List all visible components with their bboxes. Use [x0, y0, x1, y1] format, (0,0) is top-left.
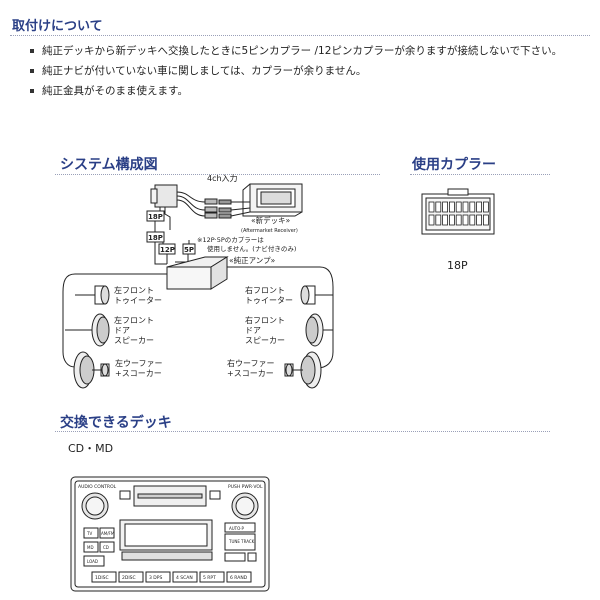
label-18p: 18P	[148, 213, 163, 221]
preset-button-label: 2DISC	[122, 575, 136, 581]
preset-button-label: 1DISC	[95, 575, 109, 581]
label-18p: 18P	[148, 234, 163, 242]
coupler-pin	[428, 214, 435, 226]
preset-button[interactable]	[145, 571, 171, 583]
right-door-speaker-icon	[305, 313, 333, 347]
tune-track-button[interactable]: TUNE TRACK	[228, 539, 255, 544]
audio-control-label: AUDIO CONTROL	[78, 484, 117, 490]
coupler-18p-icon	[421, 188, 495, 235]
am-fm-button[interactable]: AM/FM	[101, 531, 115, 536]
left-door-label: スピーカー	[114, 336, 154, 345]
coupler-pin	[462, 201, 469, 213]
section-divider	[10, 35, 590, 36]
coupler-pin	[469, 201, 476, 213]
auto-p-button[interactable]: AUTO·P	[229, 526, 245, 531]
coupler-pin	[455, 201, 462, 213]
section-divider	[55, 431, 550, 432]
left-door-speaker-icon	[65, 313, 110, 347]
left-woofer-label: +スコーカー	[115, 369, 162, 378]
left-door-label: 左フロント	[114, 315, 154, 325]
left-door-label: ドア	[114, 326, 130, 335]
coupler-pin	[469, 214, 476, 226]
coupler-pin	[435, 214, 442, 226]
coupler-pin	[448, 201, 455, 213]
coupler-pin	[448, 214, 455, 226]
load-button[interactable]: LOAD	[87, 559, 98, 564]
label-4ch: 4ch入力	[207, 173, 238, 183]
coupler-pin	[442, 201, 449, 213]
push-pwr-vol-label: PUSH PWR·VOL	[228, 484, 263, 490]
coupler-pin	[483, 214, 489, 226]
preset-button-label: 3 DPS	[149, 575, 162, 581]
label-aftermarket: (Aftermarket Receiver)	[241, 228, 298, 234]
preset-button[interactable]	[199, 571, 225, 583]
coupler-caption: 18P	[447, 259, 468, 272]
tv-button[interactable]: TV	[86, 531, 92, 536]
section-divider	[410, 174, 550, 175]
preset-button[interactable]	[118, 571, 144, 583]
coupler-pin	[462, 214, 469, 226]
system-diagram: 4ch入力 «新デッキ» (Aftermarket Receiver) 18P …	[62, 173, 334, 389]
right-woofer-label: +スコーカー	[227, 369, 274, 378]
right-door-label: ドア	[245, 326, 261, 335]
left-tweeter-label: 左フロント	[114, 285, 154, 295]
right-tweeter-icon	[300, 285, 333, 305]
coupler-pin	[483, 201, 489, 213]
coupler-pin	[428, 201, 435, 213]
md-button[interactable]: MD	[87, 545, 94, 550]
install-note: 純正デッキから新デッキへ交換したときに5ピンカプラー /12ピンカプラーが余りま…	[30, 44, 570, 59]
deck-section-title: 交換できるデッキ	[60, 415, 172, 431]
system-diagram-title: システム構成図	[60, 157, 158, 173]
install-note: 純正ナビが付いていない車に関しましては、カプラーが余りません。	[30, 64, 570, 79]
label-12p: 12P	[160, 246, 175, 254]
coupler-pin	[455, 214, 462, 226]
left-woofer-label: 左ウーファー	[115, 358, 163, 368]
right-tweeter-label: トゥイーター	[245, 296, 293, 305]
coupler-section-title: 使用カプラー	[412, 157, 496, 173]
cd-button[interactable]: CD	[103, 545, 109, 550]
right-woofer-label: 右ウーファー	[227, 358, 275, 368]
deck-types: CD・MD	[68, 442, 114, 455]
label-5p: 5P	[184, 246, 194, 254]
compatible-deck-illustration: AUDIO CONTROL PUSH PWR·VOL TV AM/FM MD C…	[70, 476, 270, 592]
preset-button[interactable]	[226, 571, 252, 583]
preset-button-label: 5 RPT	[203, 575, 216, 581]
harness-connector-icon	[154, 184, 178, 208]
coupler-pin	[435, 201, 442, 213]
preset-button-label: 6 RAND	[230, 575, 248, 581]
section-divider	[55, 174, 380, 175]
note-line2: 使用しません。(ナビ付きのみ)	[207, 244, 296, 253]
left-tweeter-label: トゥイーター	[114, 296, 162, 305]
install-notes-list: 純正デッキから新デッキへ交換したときに5ピンカプラー /12ピンカプラーが余りま…	[30, 44, 570, 104]
coupler-pin	[476, 201, 482, 213]
left-tweeter-icon	[75, 285, 110, 305]
preset-button-label: 4 SCAN	[176, 575, 193, 581]
left-woofer-icon	[73, 351, 110, 389]
right-woofer-icon	[284, 351, 322, 389]
coupler-pin	[476, 214, 482, 226]
right-door-label: スピーカー	[245, 336, 285, 345]
label-new-deck: «新デッキ»	[251, 215, 291, 225]
preset-button[interactable]	[91, 571, 117, 583]
note-line1: ※12P·5Pのカプラーは	[197, 236, 264, 244]
coupler-pin	[442, 214, 449, 226]
install-section-title: 取付けについて	[12, 19, 103, 34]
label-amp: «純正アンプ»	[229, 255, 276, 265]
install-note: 純正金具がそのまま使えます。	[30, 84, 570, 99]
preset-button[interactable]	[172, 571, 198, 583]
right-door-label: 右フロント	[245, 315, 285, 325]
right-tweeter-label: 右フロント	[245, 285, 285, 295]
